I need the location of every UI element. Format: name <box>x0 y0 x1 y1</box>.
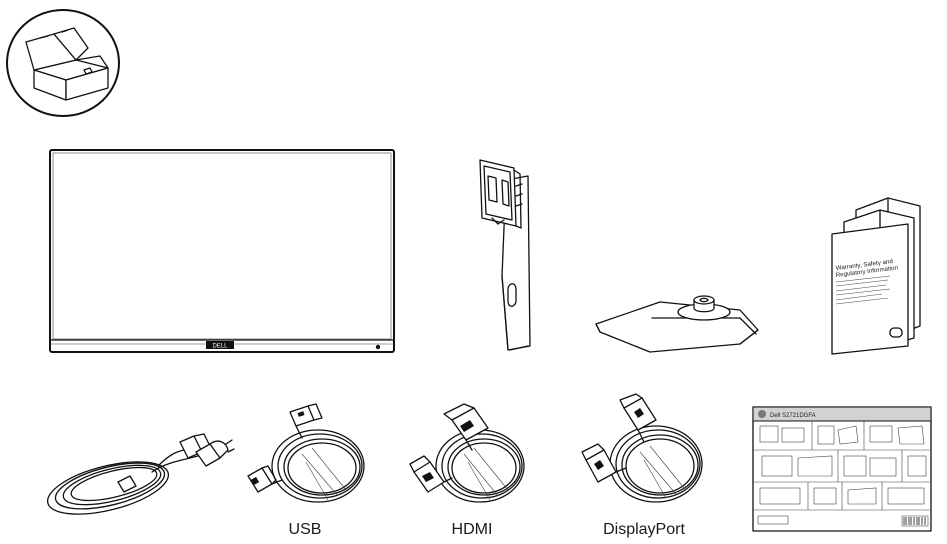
setup-guide-header: Dell S2721DGFA <box>770 413 816 419</box>
quick-setup-guide-icon: Dell S2721DGFA <box>752 406 932 532</box>
document-booklet-icon: Warranty, Safety and Regulatory Informat… <box>828 196 932 356</box>
monitor-icon: DELL <box>48 148 396 354</box>
displayport-cable-icon <box>578 393 708 516</box>
stand-base-icon <box>590 288 762 354</box>
hdmi-cable-icon <box>408 402 528 516</box>
power-cable-icon <box>34 412 235 522</box>
open-box-icon <box>4 8 122 118</box>
stand-riser-icon <box>470 156 540 354</box>
usb-label: USB <box>288 521 322 538</box>
hdmi-label: HDMI <box>451 521 493 538</box>
usb-cable-icon <box>242 403 372 516</box>
displayport-label: DisplayPort <box>603 521 685 538</box>
monitor-logo: DELL <box>212 344 228 350</box>
